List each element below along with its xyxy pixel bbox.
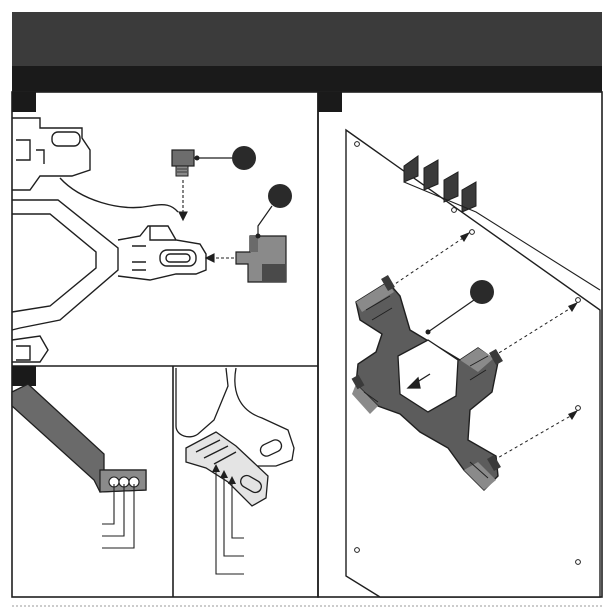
panel-tab-c — [12, 366, 36, 386]
bracket-slot — [258, 438, 283, 458]
screw-icon — [172, 150, 194, 176]
panel-tab-a — [12, 92, 36, 112]
bracket-top-tab — [36, 150, 44, 164]
bracket-upper-outline — [176, 368, 228, 437]
panel-c-illustration — [12, 384, 146, 548]
mount-arm-slot-inner — [166, 254, 190, 262]
bracket-body-inner — [12, 214, 96, 312]
cable — [60, 178, 178, 212]
callout-2-dot — [256, 234, 261, 239]
bracket-top-outline — [12, 118, 90, 190]
panel-tab-b — [318, 92, 342, 112]
arrow-icon-clip-left — [206, 254, 234, 262]
callout-2-leader — [258, 206, 272, 236]
clip-icon — [236, 236, 286, 282]
callout-3 — [470, 280, 494, 304]
left-column-frame — [12, 92, 318, 597]
callout-2 — [268, 184, 292, 208]
bracket-top-clip — [16, 140, 30, 160]
pin-leader-lines — [102, 484, 134, 548]
bracket-top-slot — [52, 132, 80, 146]
bracket-body-outer — [12, 200, 118, 330]
callout-1-dot — [195, 156, 200, 161]
panel-d-illustration — [176, 368, 294, 506]
arrow-icon-screw-down — [179, 180, 187, 220]
clip-body — [186, 432, 268, 506]
callout-1 — [232, 146, 256, 170]
bracket-bottom-clip — [16, 346, 30, 360]
callout-3-dot — [426, 330, 431, 335]
bracket-right-outline — [235, 368, 294, 466]
mount-arm-ribs — [132, 246, 146, 270]
